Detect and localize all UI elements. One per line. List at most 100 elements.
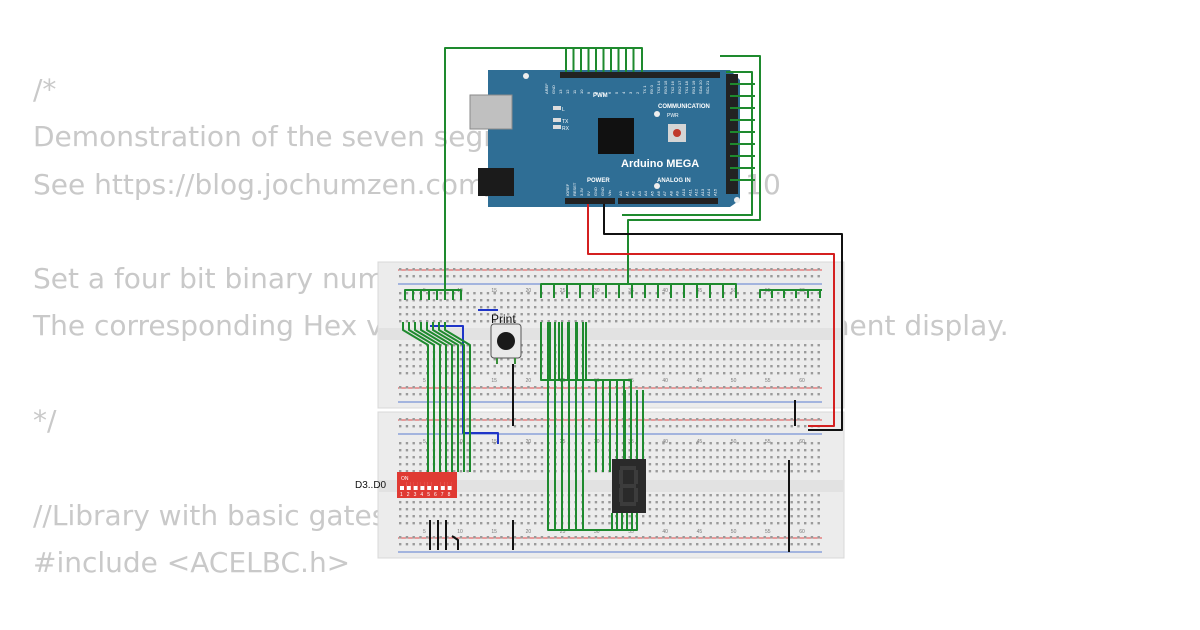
l-led (553, 106, 561, 110)
segments (619, 466, 638, 506)
column-number: 45 (697, 529, 703, 535)
wire-green[interactable] (420, 322, 447, 472)
wire-green[interactable] (420, 289, 429, 300)
wire-green[interactable] (438, 322, 465, 472)
center-channel (378, 480, 844, 492)
wire-green[interactable] (408, 322, 435, 472)
wire-green[interactable] (807, 289, 822, 298)
wire-black-gnd[interactable] (603, 204, 843, 431)
code-line: //Library with basic gates (33, 498, 387, 532)
column-number: 60 (799, 439, 805, 445)
reset-button-cap (673, 129, 681, 137)
column-number: 50 (731, 439, 737, 445)
pwr-label: PWR (667, 113, 679, 119)
column-number: 55 (765, 529, 771, 535)
pin-label: GND (551, 85, 556, 94)
dip-switch-state (400, 482, 404, 486)
column-number: 45 (697, 288, 703, 294)
wire-green[interactable] (432, 322, 459, 472)
wires[interactable] (402, 47, 843, 552)
column-number: 45 (697, 439, 703, 445)
communication-label: COMMUNICATION (658, 104, 710, 110)
wire-green[interactable] (444, 322, 471, 472)
pin-label: 6 (607, 91, 612, 94)
pin-label: AREF (544, 83, 549, 94)
pin-label: A8 (668, 190, 673, 196)
dip-switch-state (440, 482, 445, 486)
column-number: 60 (799, 378, 805, 384)
column-number: 40 (662, 378, 668, 384)
seven-segment-display[interactable]: 8 (612, 459, 646, 513)
pin-label: RX 0 (649, 84, 654, 94)
l-label: L (562, 107, 565, 113)
tx-led (553, 118, 561, 122)
wire-green[interactable] (618, 283, 628, 298)
wire-green[interactable] (582, 322, 638, 531)
dip-on-label: ON (401, 476, 409, 482)
pin-label: A4 (643, 190, 648, 196)
dip-switch-state (406, 482, 411, 486)
pwr-led (654, 111, 660, 117)
pin-label: 9 (586, 91, 591, 94)
analog-in-label: ANALOG IN (657, 178, 691, 184)
column-number: 5 (423, 378, 426, 384)
wire-red-5v[interactable] (587, 204, 835, 427)
column-number: 15 (491, 439, 497, 445)
breadboard-holes[interactable] (399, 268, 820, 396)
column-number: 50 (731, 378, 737, 384)
code-line: #include <ACELBC.h> (33, 545, 351, 579)
wire-green[interactable] (402, 322, 429, 472)
analog-header[interactable] (618, 198, 718, 204)
wire-black-dip[interactable] (429, 520, 459, 550)
top-header[interactable] (560, 72, 720, 78)
pin-label: A2 (631, 190, 636, 196)
pin-label: 11 (572, 89, 577, 94)
pin-label: A9 (675, 190, 680, 196)
pin-label: 8 (593, 91, 598, 94)
wire-green[interactable] (429, 289, 462, 300)
dip-number: 7 (441, 492, 444, 498)
dip-number: 8 (448, 492, 451, 498)
column-number: 40 (662, 288, 668, 294)
dip-switch-state (447, 482, 452, 486)
pin-label: A10 (681, 188, 686, 196)
usb-port (469, 94, 513, 130)
column-number: 5 (423, 529, 426, 535)
wire-green[interactable] (426, 322, 453, 472)
column-number: 15 (491, 288, 497, 294)
pin-label: TX 1 (642, 85, 647, 94)
pin-label: A12 (694, 188, 699, 196)
pin-label: TX1 18 (684, 80, 689, 94)
rx-led (553, 125, 561, 129)
column-number: 30 (594, 529, 600, 535)
wire-green[interactable] (627, 55, 761, 284)
pin-label: 7 (600, 91, 605, 94)
tx-label: TX (562, 119, 569, 125)
arduino-mega-board[interactable]: L TX RX PWM COMMUNICATION PWR Arduino ME… (469, 70, 740, 207)
mount-hole (523, 73, 529, 79)
wire-green[interactable] (819, 289, 822, 298)
column-number: 20 (526, 439, 532, 445)
pin-label: 5V (586, 191, 591, 196)
column-number: 10 (457, 439, 463, 445)
column-number: 45 (697, 378, 703, 384)
pin-label: Vin (607, 190, 612, 196)
pin-label: RX2 17 (677, 80, 682, 94)
column-number: 15 (491, 529, 497, 535)
side-header[interactable] (726, 74, 738, 194)
pin-label: A7 (662, 190, 667, 196)
pushbutton[interactable]: Print (490, 312, 522, 364)
wire-green[interactable] (444, 47, 643, 290)
column-number: 10 (457, 378, 463, 384)
dip-switch-state (420, 482, 425, 486)
wire-green[interactable] (628, 283, 737, 298)
wire-green[interactable] (414, 322, 441, 472)
pin-label: SDA 20 (698, 80, 703, 94)
pin-label: A1 (624, 190, 629, 196)
power-header[interactable] (565, 198, 615, 204)
column-number: 40 (662, 439, 668, 445)
